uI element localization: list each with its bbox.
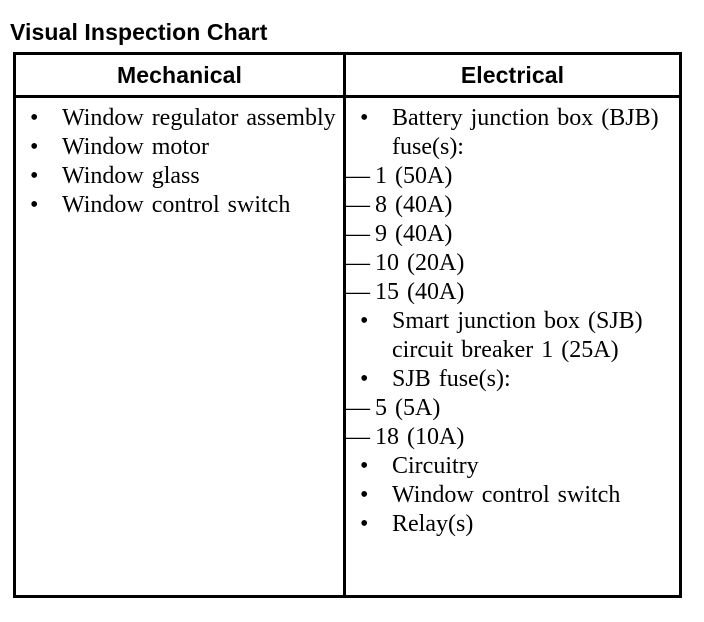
- bullet-icon: •: [360, 482, 369, 508]
- bullet-icon: •: [360, 308, 369, 334]
- em-dash-icon: —: [346, 424, 370, 450]
- bullet-icon: •: [360, 453, 369, 479]
- visual-inspection-table: Mechanical Electrical • Window regulator…: [13, 52, 682, 598]
- list-item-label: Relay(s): [392, 511, 474, 537]
- table-header-row: Mechanical Electrical: [16, 55, 679, 98]
- page-title: Visual Inspection Chart: [10, 19, 268, 46]
- bullet-icon: •: [360, 511, 369, 537]
- column-header-mechanical: Mechanical: [16, 55, 346, 95]
- bullet-icon: •: [30, 192, 39, 218]
- sub-list-item-label: 1 (50A): [375, 163, 453, 189]
- list-item: • SJB fuse(s):: [358, 365, 667, 394]
- cell-mechanical: • Window regulator assembly • Window mot…: [16, 98, 346, 595]
- sub-list-item-label: 10 (20A): [375, 250, 465, 276]
- bullet-icon: •: [360, 366, 369, 392]
- bullet-icon: •: [30, 134, 39, 160]
- list-item: • Smart junction box (SJB) circuit break…: [358, 307, 667, 365]
- list-item: • Battery junction box (BJB) fuse(s):: [358, 104, 667, 162]
- sub-list-item: — 8 (40A): [346, 191, 679, 220]
- list-item: • Window glass: [28, 162, 343, 191]
- list-item-label: SJB fuse(s):: [392, 366, 511, 392]
- list-item: • Circuitry: [358, 452, 667, 481]
- sub-list-item-label: 18 (10A): [375, 424, 465, 450]
- list-item: • Window motor: [28, 133, 343, 162]
- em-dash-icon: —: [346, 163, 370, 189]
- sub-list-item: — 1 (50A): [346, 162, 679, 191]
- bullet-icon: •: [30, 163, 39, 189]
- sub-list-item: — 15 (40A): [346, 278, 679, 307]
- em-dash-icon: —: [346, 192, 370, 218]
- cell-electrical: • Battery junction box (BJB) fuse(s): — …: [346, 98, 679, 595]
- sub-list-item-label: 8 (40A): [375, 192, 453, 218]
- list-item-label: Window motor: [62, 134, 210, 160]
- bullet-icon: •: [360, 105, 369, 131]
- sub-list-item-label: 15 (40A): [375, 279, 465, 305]
- list-item: • Window regulator assembly: [28, 104, 343, 133]
- list-item-label: Window control switch: [62, 192, 291, 218]
- list-item-label: Smart junction box (SJB) circuit breaker…: [392, 308, 643, 363]
- list-item-label: Circuitry: [392, 453, 479, 479]
- list-item: • Window control switch: [28, 191, 343, 220]
- bjb-fuse-sub-list: — 1 (50A) — 8 (40A) — 9 (40A) — 10 (20A): [346, 162, 679, 307]
- list-item: • Relay(s): [358, 510, 667, 539]
- sub-list-item-label: 9 (40A): [375, 221, 453, 247]
- electrical-item-list: • Battery junction box (BJB) fuse(s): — …: [346, 104, 679, 539]
- em-dash-icon: —: [346, 250, 370, 276]
- mechanical-item-list: • Window regulator assembly • Window mot…: [16, 104, 343, 220]
- em-dash-icon: —: [346, 221, 370, 247]
- sub-list-item: — 10 (20A): [346, 249, 679, 278]
- bullet-icon: •: [30, 105, 39, 131]
- column-header-electrical: Electrical: [460, 61, 565, 88]
- sjb-fuse-sub-list: — 5 (5A) — 18 (10A): [346, 394, 679, 452]
- em-dash-icon: —: [346, 279, 370, 305]
- sub-list-item: — 18 (10A): [346, 423, 679, 452]
- list-item: • Window control switch: [358, 481, 667, 510]
- list-item-label: Battery junction box (BJB) fuse(s):: [392, 105, 659, 160]
- sub-list-item-label: 5 (5A): [375, 395, 441, 421]
- sub-list-item: — 9 (40A): [346, 220, 679, 249]
- list-item-label: Window regulator assembly: [62, 105, 336, 131]
- sub-list-item: — 5 (5A): [346, 394, 679, 423]
- list-item-label: Window glass: [62, 163, 200, 189]
- list-item-label: Window control switch: [392, 482, 621, 508]
- em-dash-icon: —: [346, 395, 370, 421]
- table-body-row: • Window regulator assembly • Window mot…: [16, 98, 679, 595]
